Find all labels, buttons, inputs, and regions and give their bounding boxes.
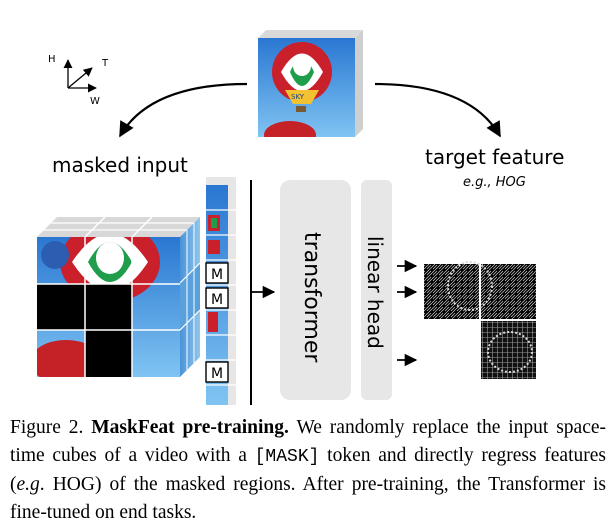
masked-patch (85, 330, 132, 377)
arrow-to-masked-input (119, 82, 248, 138)
linear-head-block: linear head (361, 180, 392, 400)
axes-icon: H T W (48, 54, 109, 107)
balloon-text: SKY (291, 93, 305, 101)
caption-text-1: We randomly replace the input space-time… (10, 417, 606, 466)
target-feature-label: target feature (425, 145, 564, 169)
masked-patch (37, 284, 85, 330)
caption-text-2: token and directly regress features ( (10, 444, 606, 496)
token-column: M M M (205, 177, 236, 405)
linear-head-label: linear head (363, 236, 387, 349)
axis-w-label: W (90, 96, 100, 107)
maskfeat-figure: H T W SKY masked input target feature e.… (37, 30, 564, 405)
mask-token: M (205, 361, 229, 383)
svg-text:M: M (211, 292, 223, 308)
caption-prefix: Figure 2. (10, 417, 84, 438)
figure-caption: Figure 2. MaskFeat pre-training. We rand… (10, 414, 606, 526)
hog-target-features (424, 261, 536, 379)
mask-token: M (205, 262, 229, 284)
svg-text:M: M (211, 267, 223, 283)
masked-input-cube (37, 216, 201, 377)
caption-text-3: . HOG) of the masked regions. After pre-… (10, 474, 606, 523)
arrow-to-target-feature (374, 82, 501, 138)
masked-input-label: masked input (52, 153, 188, 177)
svg-text:M: M (211, 366, 223, 382)
video-cube-top: SKY (258, 30, 363, 137)
caption-eg: e.g (16, 474, 40, 495)
caption-title: MaskFeat pre-training. (91, 417, 289, 438)
axis-t-label: T (101, 58, 109, 69)
target-feature-sublabel: e.g., HOG (463, 175, 526, 190)
axis-h-label: H (48, 54, 56, 65)
masked-patch (85, 284, 132, 330)
mask-token: M (205, 287, 229, 309)
transformer-block: transformer (280, 180, 351, 400)
transformer-label: transformer (299, 232, 324, 363)
caption-mask-token: [MASK] (254, 446, 320, 467)
